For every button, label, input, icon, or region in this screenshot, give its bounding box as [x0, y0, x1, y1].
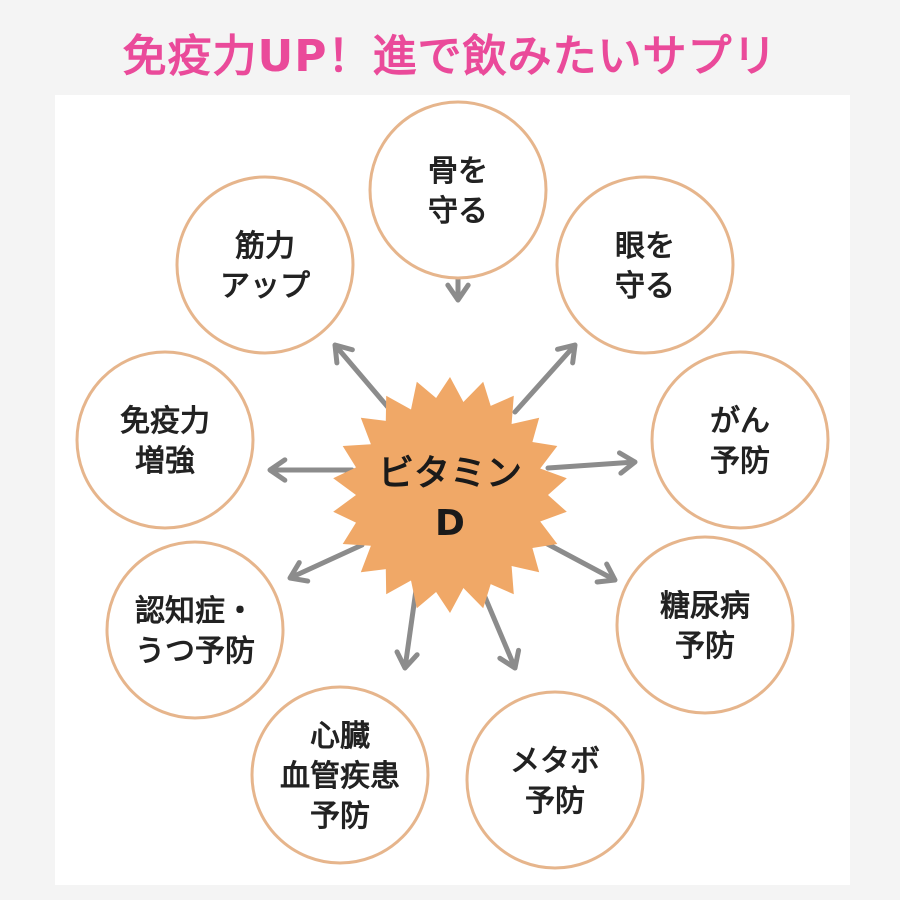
benefit-label-line: 骨を — [428, 154, 488, 189]
benefit-circles: 骨を守る眼を守るがん予防糖尿病予防メタボ予防心臓血管疾患予防認知症・うつ予防免疫… — [75, 100, 830, 870]
benefit-label-line: 免疫力 — [120, 404, 210, 439]
center-label-line: D — [435, 503, 465, 544]
arrow — [545, 450, 638, 476]
circle-outline — [175, 175, 355, 355]
benefit-label-line: 予防 — [525, 784, 585, 819]
benefit-label-line: 血管疾患 — [280, 759, 400, 794]
starburst-center — [333, 377, 567, 613]
circle-outline — [105, 540, 285, 720]
arrow — [332, 342, 395, 415]
benefit-label-line: 筋力 — [235, 229, 295, 264]
benefit-label-line: 認知症・ — [135, 594, 255, 629]
benefit-label-line: アップ — [220, 269, 311, 304]
arrow — [479, 587, 522, 671]
benefit-label-line: 守る — [615, 269, 675, 304]
benefit-label-line: 増強 — [135, 444, 195, 479]
benefit-label-line: 守る — [428, 194, 488, 229]
benefit-label-line: 予防 — [675, 629, 735, 664]
circle-outline — [75, 350, 255, 530]
circle-outline — [555, 175, 735, 355]
arrow — [394, 587, 420, 671]
circle-outline — [650, 350, 830, 530]
benefit-label-line: うつ予防 — [135, 634, 255, 669]
benefit-circle: 認知症・うつ予防 — [105, 540, 285, 720]
center-label-line: ビタミン — [378, 453, 522, 494]
circle-outline — [465, 690, 645, 870]
page-title: 免疫力UP！進で飲みたいサプリ — [122, 31, 778, 82]
arrow — [287, 542, 365, 584]
arrows — [267, 247, 638, 671]
benefit-label-line: がん — [710, 404, 770, 439]
circle-outline — [615, 535, 795, 715]
arrow — [537, 537, 618, 585]
circle-outline — [368, 100, 548, 280]
benefit-label-line: 予防 — [710, 444, 770, 479]
arrow — [267, 457, 355, 483]
benefit-label-line: 予防 — [310, 799, 370, 834]
benefit-label-line: 心臓 — [310, 719, 370, 754]
arrow — [512, 342, 578, 415]
circle-outline — [250, 685, 430, 865]
benefit-label-line: 眼を — [615, 229, 675, 264]
benefit-label-line: 糖尿病 — [660, 589, 750, 624]
benefit-label-line: メタボ — [510, 744, 600, 779]
